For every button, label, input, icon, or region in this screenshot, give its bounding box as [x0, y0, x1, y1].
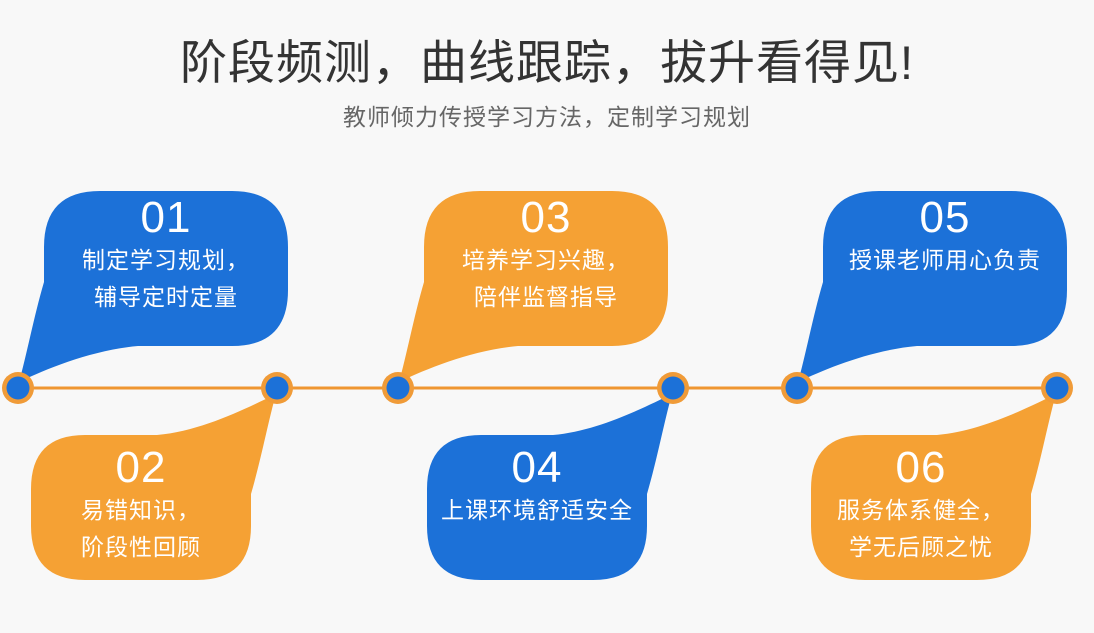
step-02-content: 02 易错知识， 阶段性回顾: [31, 444, 251, 566]
page-title: 阶段频测，曲线跟踪，拔升看得见!: [179, 36, 915, 89]
step-number: 06: [895, 443, 947, 492]
page-subtitle: 教师倾力传授学习方法，定制学习规划: [343, 104, 751, 130]
step-text-line: 授课老师用心负责: [849, 247, 1041, 273]
step-number: 03: [520, 193, 572, 242]
step-06-content: 06 服务体系健全， 学无后顾之忧: [811, 444, 1031, 566]
timeline-node-04: [657, 372, 689, 404]
step-05-content: 05 授课老师用心负责: [823, 194, 1067, 279]
timeline-node-05: [781, 372, 813, 404]
step-number: 04: [511, 443, 563, 492]
timeline-node-06: [1041, 372, 1073, 404]
timeline-node-02: [261, 372, 293, 404]
step-number: 01: [140, 193, 192, 242]
step-text-line: 辅导定时定量: [94, 284, 238, 310]
step-01-content: 01 制定学习规划， 辅导定时定量: [44, 194, 288, 316]
step-number: 05: [919, 193, 971, 242]
step-text-line: 学无后顾之忧: [849, 534, 993, 560]
timeline-node-03: [382, 372, 414, 404]
step-text-line: 培养学习兴趣，: [462, 247, 630, 273]
step-number: 02: [115, 443, 167, 492]
step-text-line: 上课环境舒适安全: [441, 497, 633, 523]
timeline-node-01: [2, 372, 34, 404]
step-text-line: 易错知识，: [81, 497, 201, 523]
step-text-line: 陪伴监督指导: [474, 284, 618, 310]
step-text-line: 服务体系健全，: [837, 497, 1005, 523]
step-text-line: 制定学习规划，: [82, 247, 250, 273]
step-04-content: 04 上课环境舒适安全: [427, 444, 647, 529]
step-03-content: 03 培养学习兴趣， 陪伴监督指导: [424, 194, 668, 316]
header: 阶段频测，曲线跟踪，拔升看得见! 教师倾力传授学习方法，定制学习规划: [0, 0, 1094, 132]
step-text-line: 阶段性回顾: [81, 534, 201, 560]
